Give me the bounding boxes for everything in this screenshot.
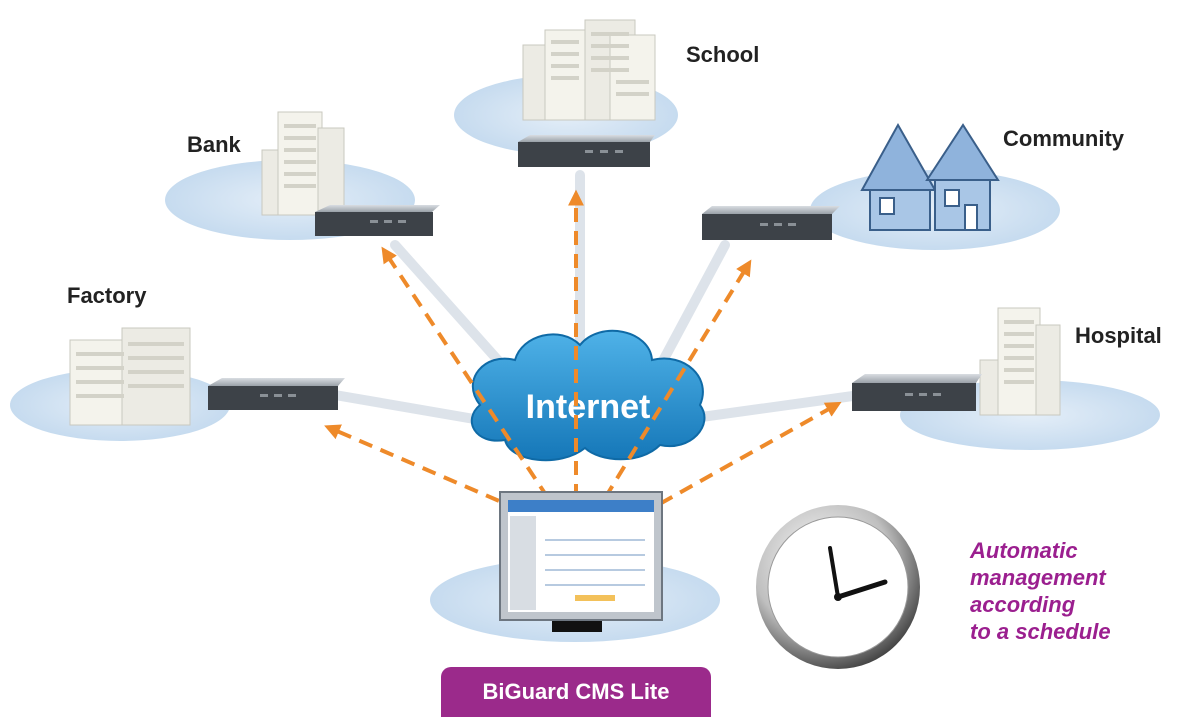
hospital-router-icon bbox=[852, 374, 982, 411]
community-router-icon bbox=[702, 206, 840, 240]
caption-line: to a schedule bbox=[970, 619, 1111, 644]
hospital-label: Hospital bbox=[1075, 323, 1162, 348]
caption-line: according bbox=[970, 592, 1076, 617]
caption-line: management bbox=[970, 565, 1106, 590]
cms-monitor-icon bbox=[499, 491, 663, 632]
product-badge: BiGuard CMS Lite bbox=[441, 667, 711, 717]
product-label: BiGuard CMS Lite bbox=[482, 679, 670, 704]
schedule-caption: Automatic management according to a sche… bbox=[970, 537, 1175, 645]
school-label: School bbox=[686, 42, 759, 67]
school-router-icon bbox=[518, 135, 655, 167]
internet-label: Internet bbox=[526, 388, 651, 426]
management-arrows bbox=[324, 189, 842, 517]
bank-label: Bank bbox=[187, 132, 242, 157]
factory-building-icon bbox=[69, 327, 191, 426]
community-label: Community bbox=[1003, 126, 1125, 151]
hospital-building-icon bbox=[979, 307, 1061, 416]
caption-line: Automatic bbox=[970, 538, 1078, 563]
bank-router-icon bbox=[315, 205, 440, 236]
factory-router-icon bbox=[208, 378, 345, 410]
factory-label: Factory bbox=[67, 283, 147, 308]
bank-building-icon bbox=[261, 111, 345, 216]
school-building-icon bbox=[522, 19, 656, 121]
community-house-icon bbox=[860, 122, 1000, 231]
clock-icon bbox=[756, 505, 920, 669]
